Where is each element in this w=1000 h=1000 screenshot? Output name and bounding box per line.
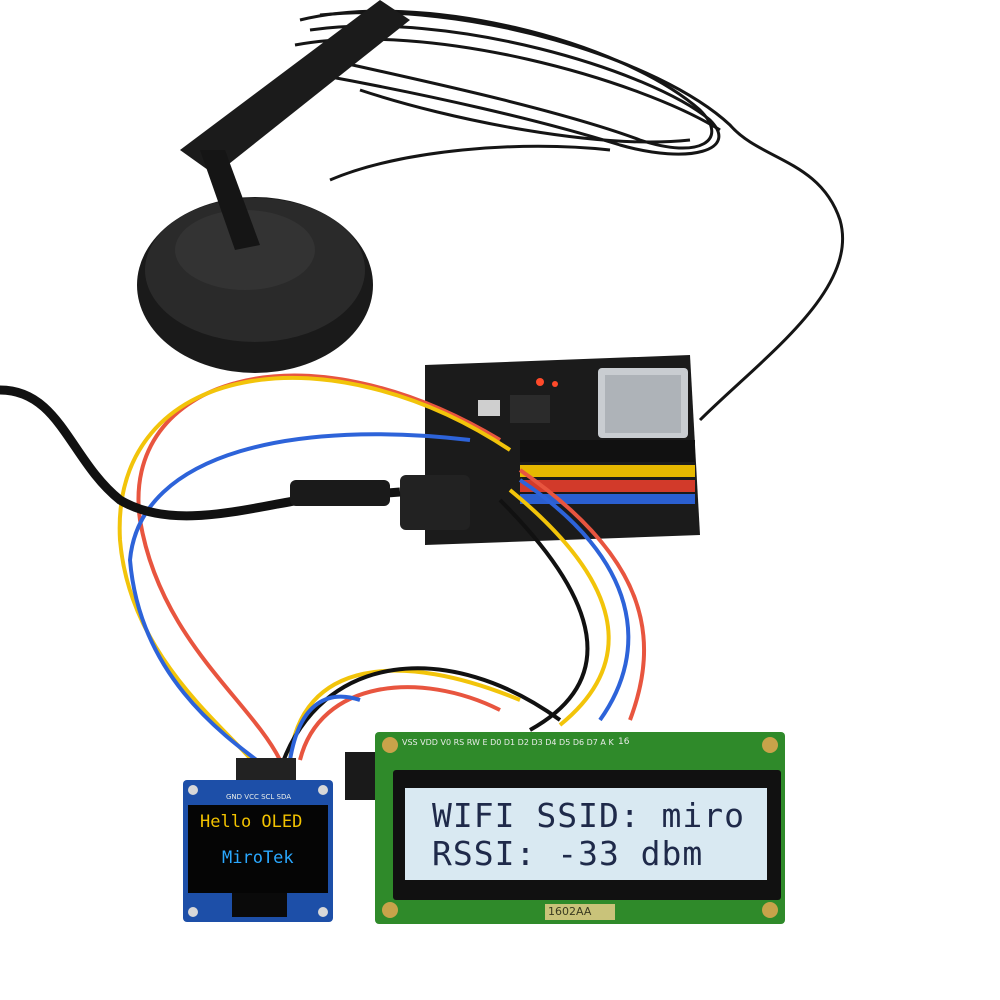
jumper-wires <box>117 373 646 772</box>
oled-line-1: Hello OLED <box>200 812 303 832</box>
lcd-module <box>345 732 785 924</box>
oled-line-2: MiroTek <box>222 848 294 868</box>
antenna-whip <box>180 0 410 175</box>
oled-pin-labels: GND VCC SCL SDA <box>226 793 292 801</box>
lcd-pin-labels: VSS VDD V0 RS RW E D0 D1 D2 D3 D4 D5 D6 … <box>402 738 614 747</box>
power-cable <box>0 385 401 521</box>
antenna-cable <box>294 9 844 422</box>
lcd-line-2: RSSI: -33 dbm <box>432 834 704 873</box>
lcd-model-label: 1602AA <box>548 905 592 918</box>
esp32-board <box>400 355 700 545</box>
oled-module <box>183 758 333 922</box>
lcd-backlight <box>405 788 767 880</box>
lcd-line-1: WIFI SSID: miro <box>432 796 746 835</box>
lcd-pin-number: 16 <box>618 737 630 747</box>
